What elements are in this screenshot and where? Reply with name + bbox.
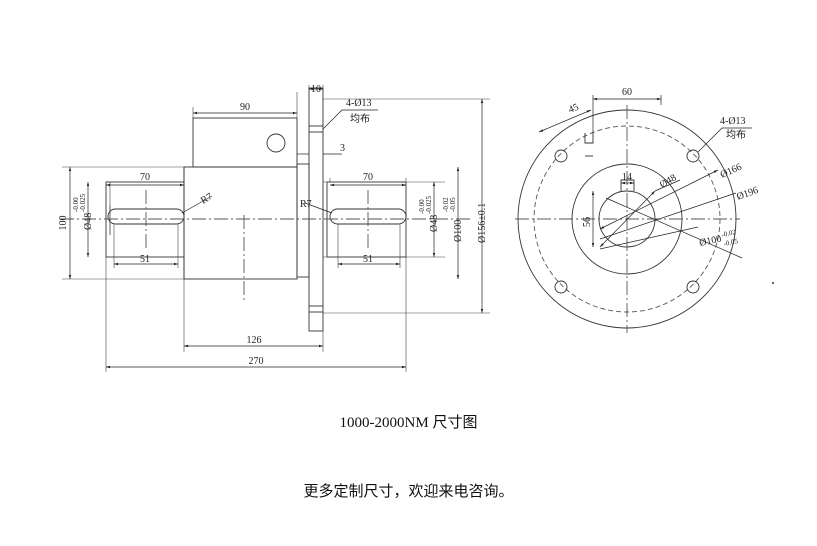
dim-front-even-spacing: 均布: [726, 129, 746, 141]
bolt-hole-br: [686, 280, 700, 294]
bolt-hole-tr: [686, 149, 700, 163]
dim-front-48: Ø48: [658, 172, 678, 190]
dim-45: 45: [567, 102, 580, 116]
hub: [296, 163, 310, 278]
dim-even-spacing: 均布: [350, 113, 370, 125]
tol-48-right-upper: -0.00: [418, 199, 426, 214]
side-view-labels: 90 10 4-Ø13 均布 3 70 70 R7 R7 100 Ø48 -0.…: [58, 84, 488, 367]
dim-126: 126: [247, 335, 262, 346]
tol-48-right-lower: -0.025: [425, 195, 433, 214]
front-view: [515, 95, 752, 333]
dim-60: 60: [622, 87, 632, 98]
dim-56: 56: [582, 217, 593, 227]
dim-70-left: 70: [140, 172, 150, 183]
dim-70-right: 70: [363, 172, 373, 183]
tol-front-100-upper: -0.02: [721, 228, 737, 239]
dim-14: 14: [622, 172, 632, 183]
dim-48-right: Ø48: [429, 215, 440, 232]
dim-3: 3: [340, 143, 345, 154]
bolt-hole-tl: [554, 149, 568, 163]
dim-48-left: Ø48: [83, 213, 94, 230]
dim-51-right: 51: [363, 254, 373, 265]
right-shaft: [326, 181, 407, 258]
tol-100-upper: -0.02: [442, 197, 450, 212]
tol-100-lower: -0.05: [449, 197, 457, 212]
housing-body: [183, 166, 298, 280]
front-view-labels: 60 45 4-Ø13 均布 14 56 Ø48 Ø166 Ø196 Ø100 …: [567, 87, 760, 249]
dim-100-right: Ø100: [453, 220, 464, 242]
dim-10: 10: [311, 84, 321, 95]
dim-51-left: 51: [140, 254, 150, 265]
dim-166: Ø166: [719, 162, 744, 181]
left-shaft: [105, 181, 185, 258]
side-view: [60, 85, 490, 372]
bracket-hole: [266, 133, 286, 153]
custom-size-note: 更多定制尺寸，欢迎来电咨询。: [303, 484, 514, 500]
drawing-title: 1000-2000NM 尺寸图: [339, 415, 478, 431]
dim-100: 100: [58, 216, 69, 231]
bolt-hole-bl: [554, 280, 568, 294]
dim-196: Ø196: [735, 185, 760, 203]
dim-front-bolt-holes: 4-Ø13: [720, 116, 746, 127]
mounting-bracket: [192, 117, 298, 168]
dim-270: 270: [249, 356, 264, 367]
tol-48-left-upper: -0.00: [72, 197, 80, 212]
tol-front-100-lower: -0.05: [723, 237, 739, 248]
dim-front-100: Ø100: [698, 234, 722, 249]
dimension-drawing: 90 10 4-Ø13 均布 3 70 70 R7 R7 100 Ø48 -0.…: [58, 84, 774, 372]
dim-r7-left: R7: [199, 191, 215, 206]
tol-48-left-lower: -0.025: [79, 193, 87, 212]
dim-r7-right: R7: [300, 199, 312, 210]
dim-156: Ø156±0.1: [477, 203, 488, 243]
dim-90: 90: [240, 102, 250, 113]
dim-bolt-holes: 4-Ø13: [346, 98, 372, 109]
